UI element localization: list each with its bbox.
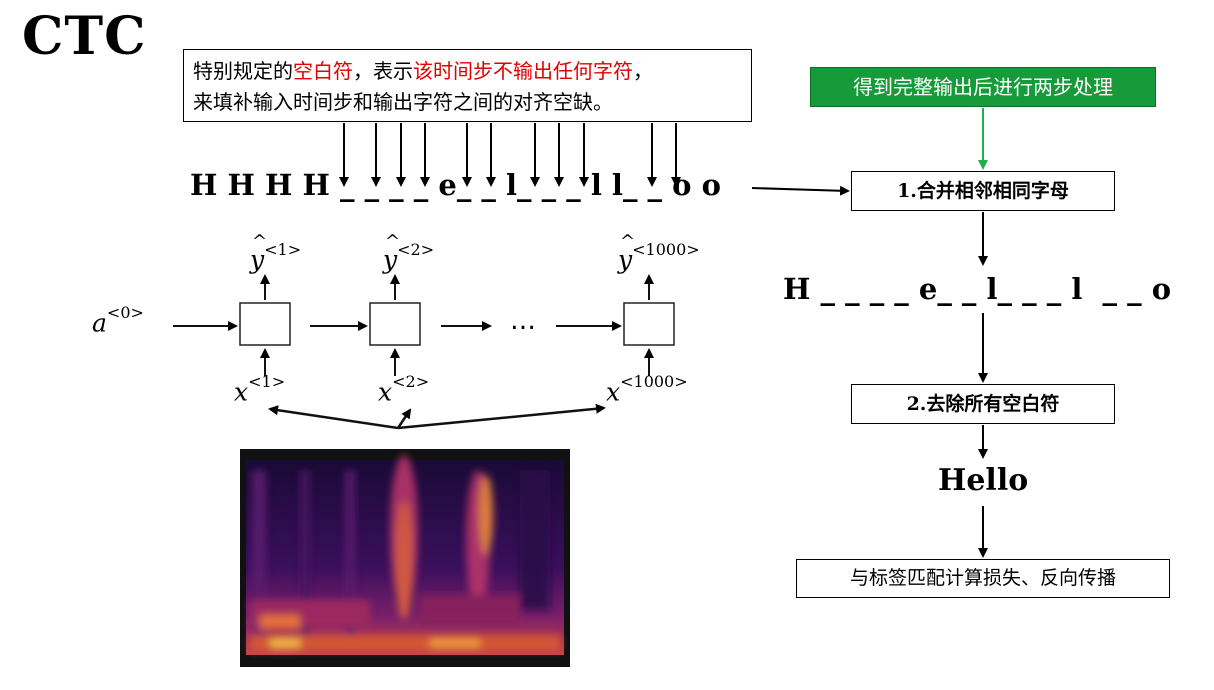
y2-symbol: y [383,231,400,274]
y2-superscript: <2> [397,240,435,259]
input-x2-label: x<2> [378,372,429,407]
input-x1-label: x<1> [234,372,285,407]
decoded-result: Hello [938,463,1029,498]
output-yT-label: y<1000> [618,231,700,274]
note-highlight-blank: 空白符 [293,59,353,83]
x1-superscript: <1> [248,372,286,391]
rnn-cell-1 [239,302,291,346]
a0-symbol: a [92,308,107,338]
step1-merge-box: 1.合并相邻相同字母 [851,171,1115,211]
note-text: ， [633,59,653,83]
rnn-cells [239,302,675,346]
y1-superscript: <1> [264,240,302,259]
note-text: 特别规定的 [193,59,293,83]
merged-sequence: H _ _ _ _ e_ _ l_ _ _ l _ _ o [783,272,1172,306]
rnn-arrows [173,274,654,376]
x2-symbol: x [378,377,393,407]
rnn-cell-2 [369,302,421,346]
rnn-cell-T [623,302,675,346]
input-xT-label: x<1000> [606,372,688,407]
blank-symbol-note: 特别规定的空白符，表示该时间步不输出任何字符， 来填补输入时间步和输出字符之间的… [183,49,752,122]
a0-superscript: <0> [106,303,144,322]
yT-symbol: y [618,231,635,274]
note-arrows [339,123,681,187]
y1-symbol: y [250,231,267,274]
note-text: ，表示 [353,59,413,83]
two-step-processing-note: 得到完整输出后进行两步处理 [810,67,1156,107]
step2-remove-blank-box: 2.去除所有空白符 [851,384,1115,424]
slide-title: CTC [22,6,147,67]
x1-symbol: x [234,377,249,407]
x2-superscript: <2> [392,372,430,391]
output-y2-label: y<2> [383,231,434,274]
activation-a0-label: a<0> [92,303,144,338]
rnn-ellipsis: … [510,306,536,336]
note-text-line2: 来填补输入时间步和输出字符之间的对齐空缺。 [193,90,613,114]
loss-backprop-box: 与标签匹配计算损失、反向传播 [796,559,1170,598]
arrow-seq-to-step1 [751,185,850,196]
spectrogram-image [240,449,570,667]
spectrogram-arrows [268,403,606,430]
xT-superscript: <1000> [620,372,688,391]
output-y1-label: y<1> [250,231,301,274]
note-highlight-no-output: 该时间步不输出任何字符 [413,59,633,83]
yT-superscript: <1000> [632,240,700,259]
xT-symbol: x [606,377,621,407]
